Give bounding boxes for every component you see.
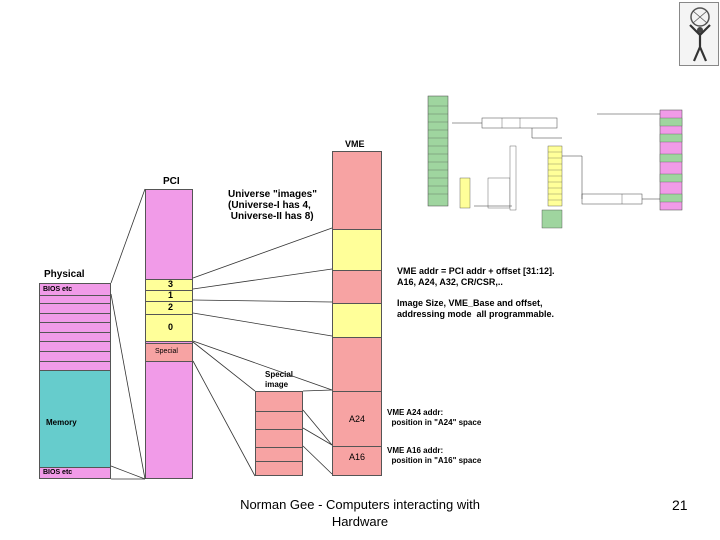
vme-image-a xyxy=(333,229,381,270)
pci-space-column xyxy=(145,189,193,479)
bios-bottom-label: BIOS etc xyxy=(43,469,73,476)
image-0-label: 0 xyxy=(168,322,174,332)
image-3-label: 3 xyxy=(168,279,174,289)
vme-a16-region xyxy=(333,446,381,475)
vme-image-d xyxy=(333,337,381,391)
slide-number: 21 xyxy=(672,497,688,513)
vme-image-c xyxy=(333,303,381,337)
vme-space-column xyxy=(332,151,382,476)
phys-pci-line-top xyxy=(110,188,146,284)
image-2-label: 2 xyxy=(168,302,174,312)
pci-label: PCI xyxy=(163,176,180,187)
pci-image-3 xyxy=(146,279,192,290)
pci-image-1 xyxy=(146,290,192,301)
special-label: Special xyxy=(155,348,178,355)
vme-image-b xyxy=(333,270,381,303)
physical-memory-column: BIOS etc Memory BIOS etc xyxy=(39,283,111,479)
vme-a24-region xyxy=(333,391,381,446)
a16-note: VME A16 addr: position in "A16" space xyxy=(387,446,482,465)
pci-image-0 xyxy=(146,314,192,342)
bios-top-label: BIOS etc xyxy=(43,286,73,293)
memory-label: Memory xyxy=(46,418,77,427)
physical-memory-region xyxy=(40,370,110,467)
atlas-figure-icon xyxy=(689,7,711,62)
vme-label: VME xyxy=(345,139,365,149)
image-1-label: 1 xyxy=(168,290,174,300)
a16-label: A16 xyxy=(349,452,366,462)
page-table-inset xyxy=(422,86,704,232)
image-size-note: Image Size, VME_Base and offset, address… xyxy=(397,298,555,319)
footer-text: Norman Gee - Computers interacting with … xyxy=(240,497,480,529)
a24-label: A24 xyxy=(349,414,366,424)
physical-label: Physical xyxy=(44,269,85,280)
universe-images-note: Universe "images" (Universe-I has 4, Uni… xyxy=(228,189,317,222)
vme-addr-note: VME addr = PCI addr + offset [31:12]. A1… xyxy=(397,266,555,287)
pci-image-2 xyxy=(146,301,192,314)
special-image-column xyxy=(255,391,303,476)
phys-pci-line-bottom xyxy=(110,293,146,480)
special-image-text: Special image xyxy=(265,370,294,389)
pci-special xyxy=(146,343,192,362)
special-image-label: Special image xyxy=(265,370,293,390)
logo xyxy=(679,2,719,66)
a24-note: VME A24 addr: position in "A24" space xyxy=(387,408,482,427)
page-table-diagram xyxy=(427,95,683,229)
